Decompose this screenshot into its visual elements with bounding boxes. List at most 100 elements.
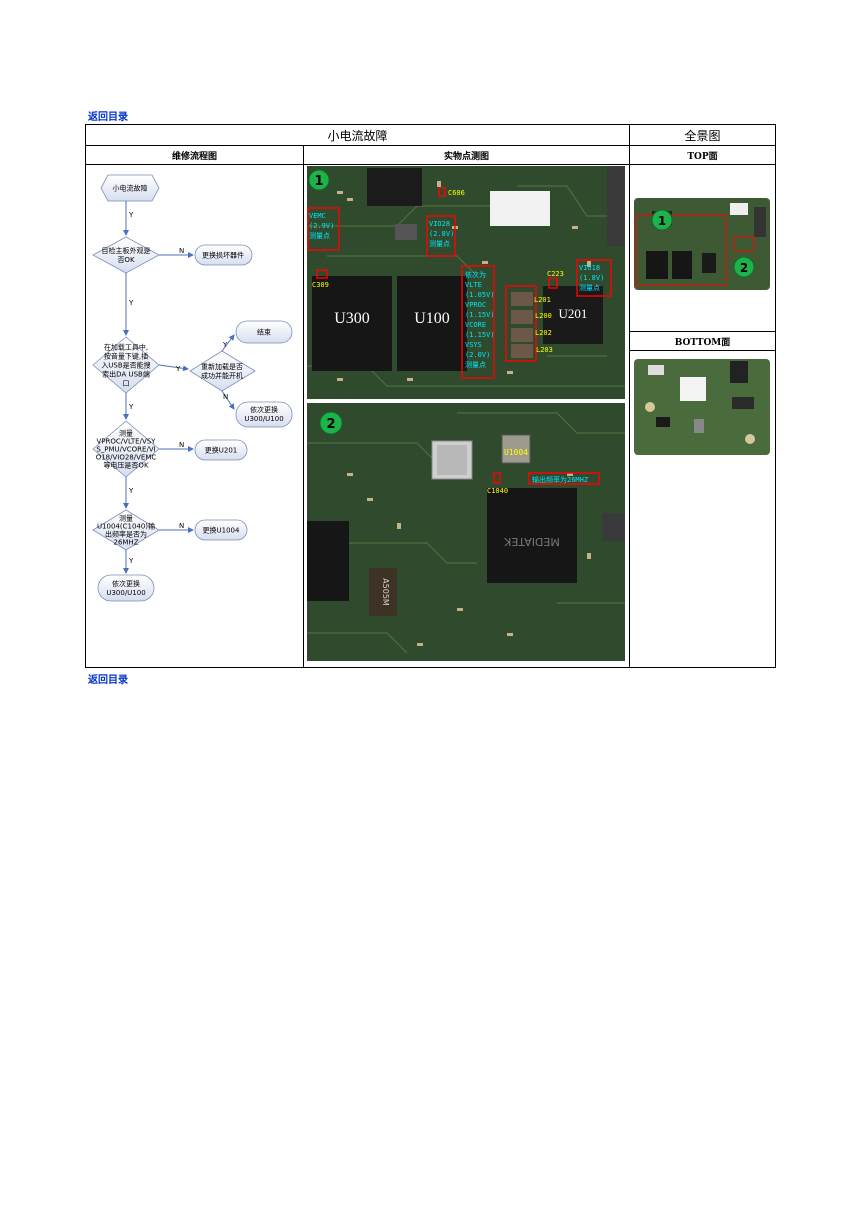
- flow-branch-label: Y: [128, 557, 134, 565]
- l203-label: L203: [536, 346, 553, 354]
- bottom-side-cell: [629, 350, 777, 668]
- c606-label: C606: [448, 189, 465, 197]
- flow-branch-label: Y: [128, 487, 134, 495]
- svg-text:VPROC: VPROC: [465, 301, 486, 309]
- l202-label: L202: [535, 329, 552, 337]
- flow-decision-4-line-3: O18/VIO28/VEMC: [96, 454, 157, 462]
- vio18-label-3: 测量点: [579, 284, 600, 292]
- flow-branch-label: N: [179, 441, 184, 449]
- u300-chip: [312, 276, 392, 371]
- flow-branch-label: N: [179, 522, 184, 530]
- flow-decision-5-line-0: 测量: [119, 515, 133, 523]
- svg-text:(2.0V): (2.0V): [465, 351, 490, 359]
- overview-title: 全景图: [629, 124, 777, 146]
- top-side-cell: 1 2: [629, 164, 777, 332]
- flow-branch-label: Y: [128, 211, 134, 219]
- flow-result-3: [235, 401, 293, 428]
- u300-label: U300: [334, 310, 370, 327]
- flowchart-header: 维修流程图: [85, 145, 304, 165]
- svg-text:依次为: 依次为: [465, 270, 486, 279]
- flow-decision-4-line-1: VPROC/VLTE/VSY: [97, 438, 157, 446]
- photo2-badge: 2: [326, 417, 335, 432]
- flow-end-line-0: 结束: [257, 328, 271, 337]
- fault-table: 小电流故障 全景图 维修流程图 实物点测图 TOP面: [84, 124, 777, 668]
- freq-label: 输出频率为26MHZ: [532, 475, 588, 484]
- svg-text:VCORE: VCORE: [465, 321, 486, 329]
- c1040-label: C1040: [487, 487, 508, 495]
- svg-text:(1.05V): (1.05V): [465, 291, 495, 299]
- mediatek-chip: [487, 488, 577, 583]
- overview-badge-2: 2: [740, 261, 748, 275]
- vio28-label-2: (2.8V): [429, 230, 454, 238]
- flow-branch-label: N: [223, 393, 228, 401]
- flow-decision-2-line-4: 口: [123, 380, 130, 388]
- flow-branch-label: Y: [128, 403, 134, 411]
- flow-decision-4-line-0: 测量: [119, 430, 133, 438]
- back-to-contents-link[interactable]: 返回目录: [88, 112, 128, 123]
- c223-label: C223: [547, 270, 564, 278]
- back-to-contents-link-bottom[interactable]: 返回目录: [88, 675, 128, 686]
- measurement-cell: 1 U300 U100 U201 VEMC (2.9V) 测量点 C309 C6…: [302, 164, 631, 668]
- flow-end: [235, 320, 293, 344]
- flow-start-shape: [100, 174, 160, 202]
- flow-result-5-line-0: 更换U1004: [203, 526, 240, 535]
- l201-label: L201: [534, 296, 551, 304]
- flow-final-line-1: U300/U100: [106, 589, 145, 597]
- vemc-label-1: VEMC: [309, 212, 326, 220]
- flow-decision-5-line-1: U1004(C1040)输: [97, 522, 155, 531]
- flow-decision-3-line-1: 成功并能开机: [201, 371, 243, 380]
- flow-result-5: [194, 519, 248, 541]
- flow-start-line-0: 小电流故障: [113, 184, 148, 193]
- flow-decision-2-line-3: 索出DA USB端: [102, 370, 150, 379]
- flow-decision-3-line-0: 重新加载是否: [201, 362, 243, 371]
- flow-decision-2-line-2: 入USB是否能搜: [101, 361, 150, 370]
- bottom-side-overview: [632, 357, 772, 457]
- mediatek-marking: MEDIATEK: [503, 535, 559, 548]
- flow-decision-5-line-3: 26MHZ: [113, 539, 138, 547]
- flow-result-1: [194, 244, 253, 266]
- flow-final-line-0: 依次更换: [112, 579, 140, 588]
- flow-result-4: [194, 439, 248, 461]
- u1004-crystal: [501, 434, 531, 464]
- svg-text:VLTE: VLTE: [465, 281, 482, 289]
- u201-label: U201: [559, 306, 588, 321]
- flow-decision-3: [189, 350, 256, 392]
- u100-label: U100: [414, 310, 450, 327]
- table-title: 小电流故障: [84, 124, 631, 146]
- overview-badge-1: 1: [658, 214, 666, 228]
- flow-branch-label: Y: [222, 341, 228, 349]
- flow-result-1-line-0: 更换损坏器件: [202, 251, 244, 260]
- flow-result-4-line-0: 更换U201: [205, 446, 237, 455]
- svg-text:(1.15V): (1.15V): [465, 331, 495, 339]
- flow-branch-label: Y: [175, 365, 181, 373]
- vemc-label-2: (2.9V): [309, 222, 334, 230]
- vio18-label-2: (1.8V): [579, 274, 604, 282]
- l200-label: L200: [535, 312, 552, 320]
- flow-final: [97, 574, 155, 602]
- flow-decision-2-line-0: 在加载工具中,: [104, 343, 148, 352]
- flow-branch-label: N: [179, 247, 184, 255]
- u1004-label: U1004: [504, 448, 528, 457]
- board-photo-1: 1 U300 U100 U201 VEMC (2.9V) 测量点 C309 C6…: [307, 166, 625, 399]
- flow-decision-5-line-2: 出频率是否为: [105, 530, 147, 539]
- flow-decision-1: [92, 236, 160, 274]
- bottom-side-header: BOTTOM面: [629, 331, 777, 351]
- vio18-label-1: VIO18: [579, 264, 600, 272]
- a505m-marking: A505M: [381, 578, 390, 606]
- board-photo-2: MEDIATEK A505M: [307, 403, 625, 661]
- flow-decision-1-line-1: 否OK: [117, 256, 135, 264]
- top-side-overview: 1 2: [632, 193, 772, 295]
- flowchart-cell: 小电流故障目检主板外观是否OK 更换损坏器件在加载工具中,按音量下键,插入USB是…: [85, 164, 304, 668]
- flow-decision-1-line-0: 目检主板外观是: [102, 246, 151, 255]
- c309-label: C309: [312, 281, 329, 289]
- vio28-label-3: 测量点: [429, 240, 450, 248]
- measurement-header: 实物点测图: [302, 145, 631, 165]
- svg-text:(1.15V): (1.15V): [465, 311, 495, 319]
- photo1-badge: 1: [314, 174, 323, 189]
- flow-result-3-line-1: U300/U100: [244, 415, 283, 423]
- flow-decision-2-line-1: 按音量下键,插: [104, 352, 148, 361]
- vio28-label-1: VIO28: [429, 220, 450, 228]
- svg-text:测量点: 测量点: [465, 361, 486, 369]
- top-side-header: TOP面: [629, 145, 777, 165]
